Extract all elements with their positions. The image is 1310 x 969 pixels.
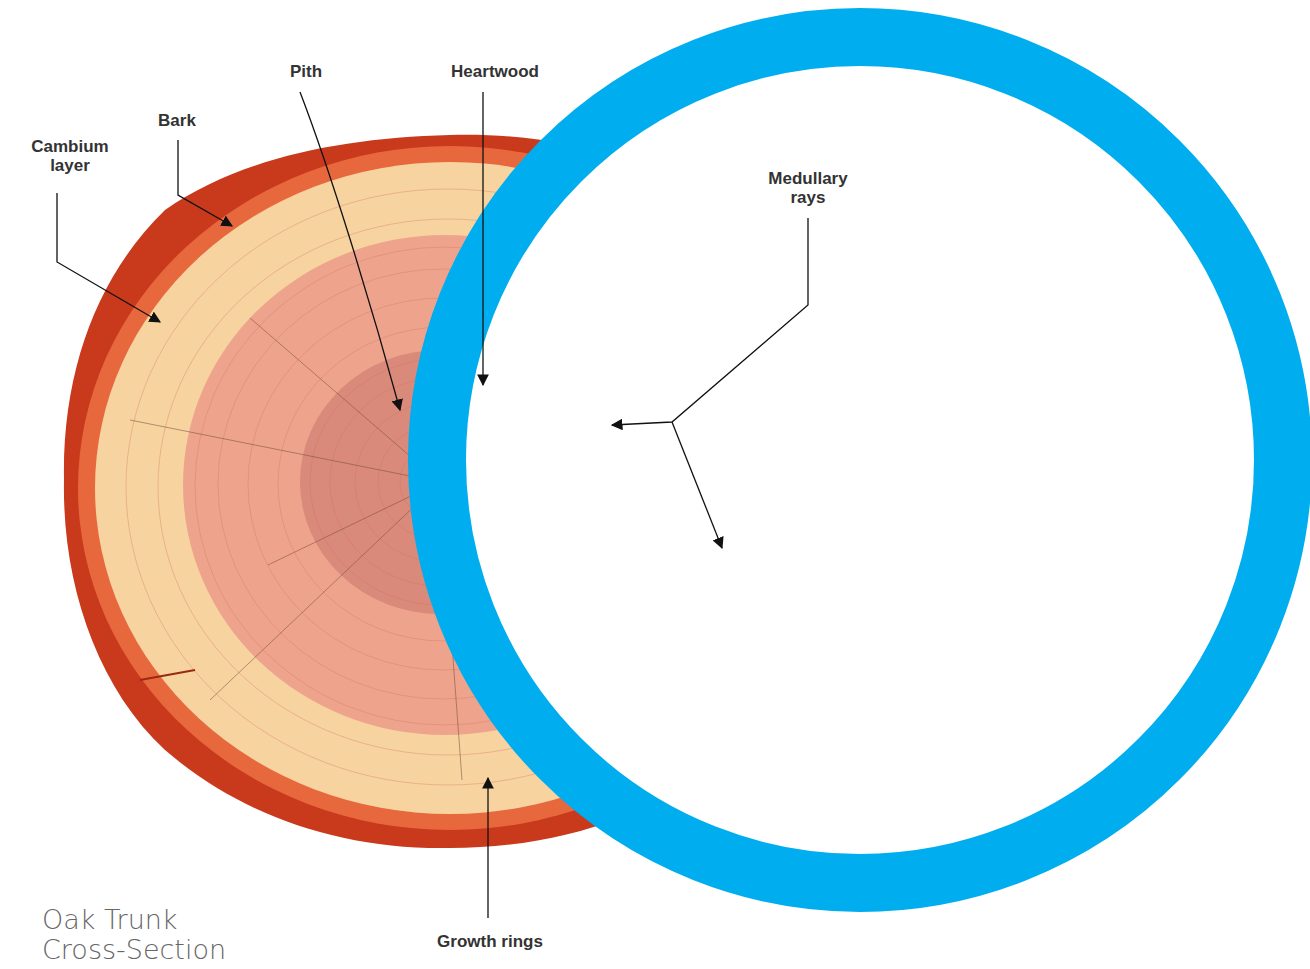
part-label: Cambium layer [24,138,116,175]
caption: Oak Trunk Cross-Section [42,905,252,965]
part-label: Medullary rays [753,170,863,207]
part-label: Heartwood [425,63,565,82]
part-label: Growth rings [410,933,570,952]
part-label: Pith [246,63,366,82]
leader-lines [57,92,808,918]
part-label: Bark [137,112,217,131]
highlight-ring [437,37,1283,883]
